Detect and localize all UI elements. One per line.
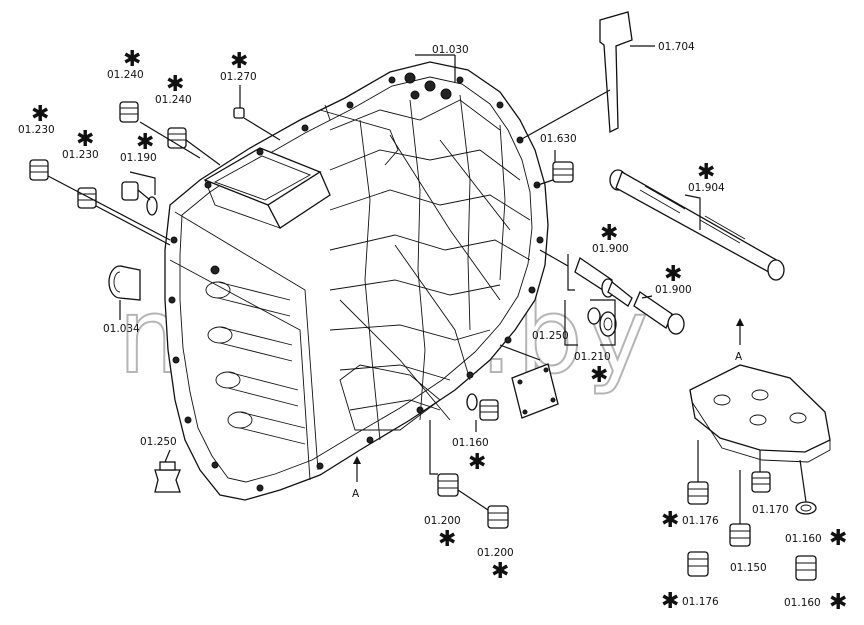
star-marker: ✱ [230,49,248,74]
label-01150: 01.150 [730,562,767,574]
label-01200-a: 01.200 [424,515,461,527]
plug-01190 [121,181,158,216]
plug-01240-b [167,127,187,149]
plug-01160-c [795,555,817,581]
label-01030: 01.030 [432,44,469,56]
label-01230-b: 01.230 [62,149,99,161]
plug-01230-b [77,187,97,209]
gearbox-housing [164,61,549,501]
plug-01150 [729,523,751,547]
washer-01210 [587,307,617,337]
label-01160: 01.160 [452,437,489,449]
bracket-01704 [599,11,633,134]
plug-01230-a [29,159,49,181]
leader-lines [47,45,807,524]
plug-01630 [552,161,574,183]
star-marker: ✱ [31,102,49,127]
label-01250-a: 01.250 [532,330,569,342]
star-marker: ✱ [491,559,509,584]
plug-01176-b [687,551,709,577]
label-01250-b: 01.250 [140,436,177,448]
sensor-01900-a [574,256,633,307]
drain-plug-01250 [154,461,181,493]
plug-01170 [751,471,771,493]
label-01240-b: 01.240 [155,94,192,106]
star-marker: ✱ [76,127,94,152]
label-01900-a: 01.900 [592,243,629,255]
label-01630: 01.630 [540,133,577,145]
label-01034: 01.034 [103,323,140,335]
label-01176-b: 01.176 [682,596,719,608]
label-01704: 01.704 [658,41,695,53]
sensor-01900-b [633,291,685,335]
star-marker: ✱ [697,160,715,185]
star-marker: ✱ [123,47,141,72]
cover-plate-01250 [511,363,559,419]
label-01200-b: 01.200 [477,547,514,559]
plug-01200-a [437,473,459,497]
label-01210: 01.210 [574,351,611,363]
star-marker: ✱ [166,72,184,97]
label-01176-a: 01.176 [682,515,719,527]
star-marker: ✱ [664,262,682,287]
label-01160-b: 01.160 [785,533,822,545]
plug-01176-a [687,481,709,505]
plug-01240-a [119,101,139,123]
plug-01200-b [487,505,509,529]
view-a-plate [689,364,831,463]
star-marker: ✱ [661,508,679,533]
label-01240-a: 01.240 [107,69,144,81]
star-marker: ✱ [829,590,847,615]
bushing-01034 [108,265,141,301]
view-a-label-left: A [352,488,360,500]
rod-01904 [609,169,785,281]
view-a-label-right: A [735,351,743,363]
label-01170: 01.170 [752,504,789,516]
view-arrows [353,318,744,482]
part-number-labels: 01.030 01.704 01.270 01.240 01.240 01.23… [18,41,822,609]
label-01190: 01.190 [120,152,157,164]
star-marker: ✱ [661,589,679,614]
plug-01160-center [466,393,499,421]
label-01270: 01.270 [220,71,257,83]
plug-01270 [233,107,245,119]
star-markers: ✱ ✱ ✱ ✱ ✱ ✱ ✱ ✱ ✱ ✱ ✱ ✱ ✱ ✱ ✱ ✱ ✱ [31,47,847,615]
washer-01160-b [795,501,817,515]
label-01160-c: 01.160 [784,597,821,609]
star-marker: ✱ [438,527,456,552]
label-01904: 01.904 [688,182,725,194]
star-marker: ✱ [136,130,154,155]
star-marker: ✱ [468,450,486,475]
star-marker: ✱ [600,221,618,246]
label-01900-b: 01.900 [655,284,692,296]
star-marker: ✱ [829,526,847,551]
label-01230-a: 01.230 [18,124,55,136]
star-marker: ✱ [590,363,608,388]
